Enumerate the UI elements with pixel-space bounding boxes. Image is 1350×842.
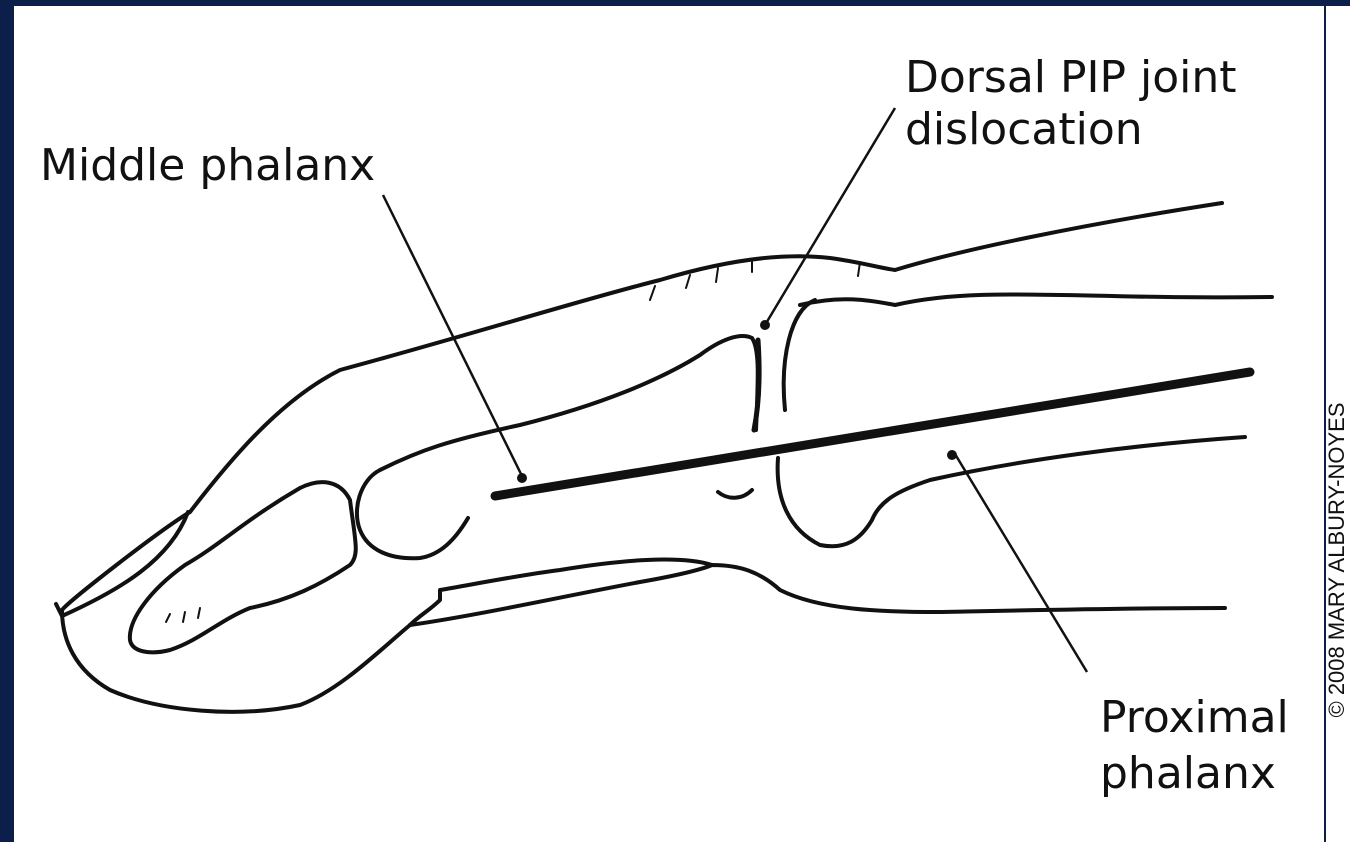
axis-guide-line bbox=[495, 372, 1250, 496]
nail-hatch-marks bbox=[166, 608, 200, 622]
marker-proximal-phalanx bbox=[947, 450, 957, 460]
leader-dorsal-pip bbox=[765, 108, 895, 325]
proximal-phalanx-head bbox=[784, 300, 815, 410]
copyright-credit: © 2008 MARY ALBURY-NOYES bbox=[1324, 402, 1350, 717]
label-dorsal-pip-line2: dislocation bbox=[905, 104, 1143, 156]
proximal-phalanx-dorsal bbox=[800, 294, 1272, 305]
proximal-phalanx-condyle bbox=[778, 437, 1245, 546]
distal-phalanx bbox=[130, 482, 356, 652]
fingertip-outline bbox=[62, 610, 410, 712]
middle-phalanx-head bbox=[357, 470, 468, 558]
marker-middle-phalanx bbox=[517, 473, 527, 483]
label-middle-phalanx: Middle phalanx bbox=[40, 140, 375, 192]
leader-proximal-phalanx bbox=[955, 454, 1087, 672]
label-dorsal-pip-line1: Dorsal PIP joint bbox=[905, 52, 1237, 104]
leader-middle-phalanx bbox=[383, 195, 522, 476]
skin-hatch-marks bbox=[650, 262, 860, 300]
label-proximal-line2: phalanx bbox=[1100, 748, 1276, 800]
label-proximal-line1: Proximal bbox=[1100, 692, 1289, 744]
middle-phalanx-base bbox=[410, 560, 712, 625]
middle-phalanx-shaft bbox=[380, 336, 758, 470]
marker-dorsal-pip bbox=[760, 320, 770, 330]
joint-arc bbox=[718, 490, 752, 498]
